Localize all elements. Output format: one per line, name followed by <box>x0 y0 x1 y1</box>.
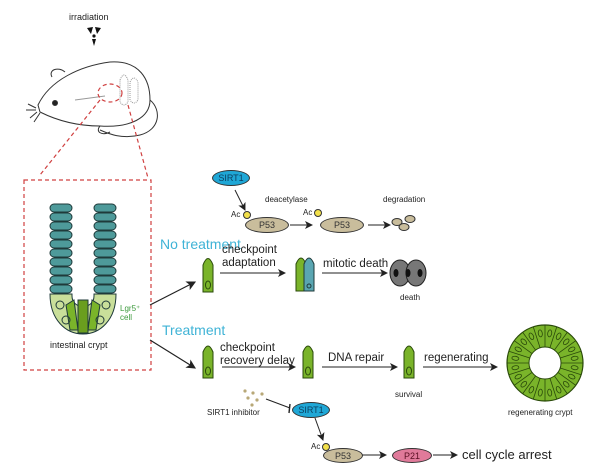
cell-nucleus <box>514 373 522 380</box>
treatment-label: Treatment <box>162 322 226 338</box>
cell-nucleus <box>528 332 535 340</box>
dividing-cell <box>295 257 315 292</box>
cell-nucleus <box>537 329 543 338</box>
dead-cell <box>389 259 427 287</box>
cell-nucleus <box>547 388 553 397</box>
ac-label: Ac <box>311 442 321 451</box>
cell-boundary <box>514 372 533 386</box>
cell-boundary <box>554 375 568 394</box>
surviving-cell <box>403 345 415 379</box>
cell-boundary <box>532 326 541 348</box>
cell-label: cell <box>120 313 133 322</box>
cell-boundary <box>508 350 530 359</box>
cell-boundary <box>532 378 541 400</box>
label-line: checkpoint <box>220 342 275 354</box>
label-line: recovery delay <box>220 355 295 367</box>
p53-protein: P53 <box>320 217 364 233</box>
irradiation-label: irradiation <box>69 12 109 22</box>
degradation-label: degradation <box>383 195 426 204</box>
dna-repair-label: DNA repair <box>328 352 385 364</box>
p53-protein: P53 <box>323 448 363 463</box>
cell-nucleus <box>562 338 570 346</box>
p21-protein: P21 <box>392 448 432 463</box>
deacetylase-label: deacetylase <box>265 195 308 204</box>
regenerating-crypt-label: regenerating crypt <box>508 408 573 417</box>
cell-nucleus <box>555 386 562 394</box>
cell-nucleus <box>520 338 528 346</box>
sirt1-inhibitor-molecules <box>243 389 264 407</box>
sirt1-to-p53-arrow <box>314 417 325 441</box>
cell-nucleus <box>562 380 570 388</box>
label-line: checkpoint <box>222 244 277 256</box>
acetyl-group <box>243 211 251 219</box>
cell-nucleus <box>570 365 579 371</box>
acetyl-group <box>314 209 322 217</box>
cell-boundary <box>522 375 536 394</box>
radiation-trefoil-icon <box>87 27 101 46</box>
regenerating-label: regenerating <box>424 352 489 364</box>
cell-nucleus <box>520 380 528 388</box>
cell-boundary <box>549 378 558 400</box>
inhibition-line <box>265 398 291 409</box>
lgr5-cell-label: Lgr5⁺cell <box>120 304 140 322</box>
p53-protein: P53 <box>245 217 289 233</box>
degraded-fragment <box>404 215 416 223</box>
cell-nucleus <box>511 355 520 361</box>
ac-label: Ac <box>231 210 241 219</box>
stem-cell <box>302 345 314 379</box>
cell-nucleus <box>568 346 576 353</box>
sirt1-inhibitor-label: SIRT1 inhibitor <box>207 408 260 417</box>
cell-boundary <box>508 367 530 376</box>
crypt-left-wall <box>49 203 73 294</box>
degraded-fragment <box>391 218 403 226</box>
cell-nucleus <box>555 332 562 340</box>
sirt1-protein-bottom: SIRT1 <box>292 402 330 418</box>
degraded-fragment <box>398 223 410 231</box>
crypt-right-wall <box>93 203 117 294</box>
cell-nucleus <box>547 329 553 338</box>
cell-cycle-arrest-label: cell cycle arrest <box>462 447 552 462</box>
label-line: adaptation <box>222 257 276 269</box>
cell-nucleus <box>568 373 576 380</box>
intestinal-crypt-label: intestinal crypt <box>50 340 108 350</box>
intestinal-crypt <box>49 203 117 335</box>
regenerating-crypt <box>506 324 584 402</box>
death-label: death <box>400 293 421 302</box>
cell-nucleus <box>514 346 522 353</box>
cell-nucleus <box>511 365 520 371</box>
cell-boundary <box>514 340 533 354</box>
mouse-illustration <box>26 61 158 138</box>
mitotic-death-label: mitotic death <box>323 258 389 270</box>
no-treatment-arrow <box>149 281 197 306</box>
ac-label: Ac <box>303 208 313 217</box>
cell-boundary <box>554 332 568 351</box>
survival-label: survival <box>395 390 423 399</box>
sirt1-to-p53-arrow <box>234 189 246 211</box>
stem-cell <box>202 345 214 379</box>
cell-nucleus <box>537 388 543 397</box>
cell-boundary <box>560 350 582 359</box>
cell-nucleus <box>570 355 579 361</box>
cell-boundary <box>557 372 576 386</box>
zoom-lines <box>23 83 152 371</box>
cell-boundary <box>549 326 558 348</box>
lgr5-label: Lgr5⁺ <box>120 304 141 313</box>
sirt1-protein-top: SIRT1 <box>212 170 250 186</box>
stem-cell <box>202 258 214 293</box>
inhibition-bar <box>288 403 291 414</box>
no-treatment-label: No treatment <box>160 236 241 252</box>
cell-boundary <box>557 340 576 354</box>
cell-boundary <box>560 367 582 376</box>
cell-nucleus <box>528 386 535 394</box>
treatment-arrow <box>149 339 197 369</box>
cell-boundary <box>522 332 536 351</box>
